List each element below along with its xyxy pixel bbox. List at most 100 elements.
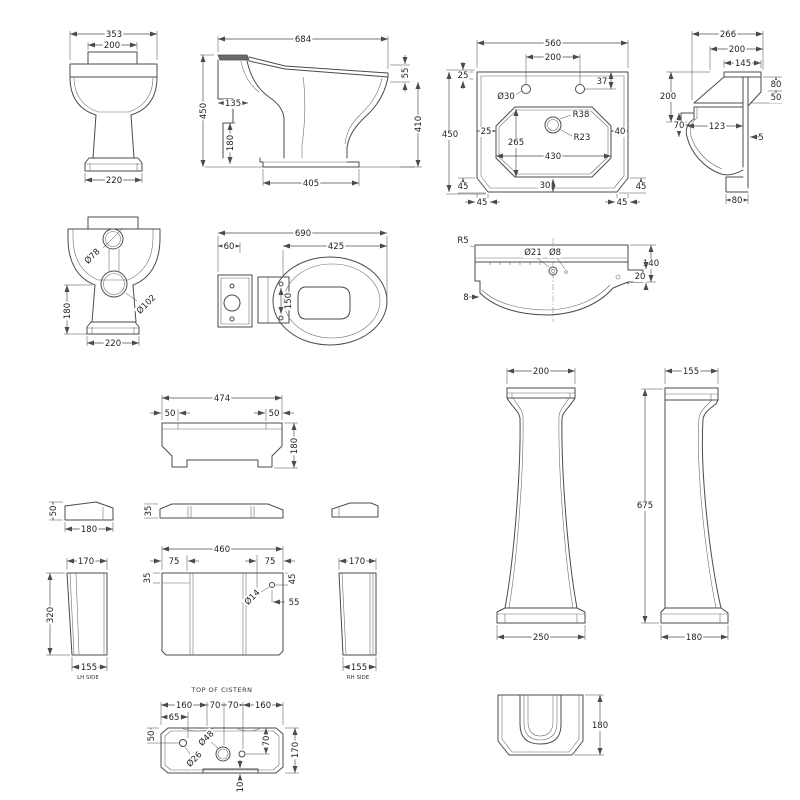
dim-ct-centre-right: 70	[228, 701, 239, 711]
dim-corner-radius: R5	[457, 236, 468, 246]
cistern-front-geometry	[161, 572, 284, 656]
pan-side-geometry	[205, 54, 415, 168]
pan-front-view: 353 200 220	[69, 30, 158, 186]
dim-lh-bottom-width: 155	[81, 663, 97, 673]
dim-edge-step: 8	[463, 293, 468, 303]
dim-wall-left: 50	[165, 409, 176, 419]
dim-bracket-width: 145	[735, 59, 751, 69]
dim-back-ledge: 25	[458, 71, 469, 81]
dim-bowl-height: 410	[414, 116, 424, 132]
dim-bracket-height: 20	[635, 272, 646, 282]
dim-ped-height: 675	[637, 501, 653, 511]
dim-overflow-dia: Ø8	[549, 247, 561, 258]
pedestal-side-view: 155 675 180	[635, 367, 729, 643]
pan-front-geometry	[69, 51, 158, 172]
basin-plan-view: 560 200 25 37 Ø30 450 25 40 265 430 30 R…	[440, 39, 648, 208]
dim-rear-base-width: 220	[105, 339, 121, 349]
dim-rim-thickness: 55	[401, 68, 411, 79]
dim-skirt-height: 70	[674, 121, 685, 131]
dim-front-height: 200	[660, 92, 676, 102]
basin-side-view: 266 200 145 80 50 200 70 123 5 80	[658, 30, 783, 206]
dim-corner-left-h: 45	[477, 198, 488, 208]
dim-ped-top-depth: 155	[683, 367, 699, 377]
dim-thickness: 5	[758, 133, 763, 143]
dim-ct-lever-offset: 65	[169, 713, 180, 723]
dim-flush-plate-width: 200	[104, 41, 120, 51]
dim-bracket-inset: 123	[709, 122, 725, 132]
dim-cf-hole-inset: 55	[289, 598, 300, 608]
pan-rear-view: Ø78 Ø102 180 220	[63, 216, 161, 349]
lid-end-geometry	[331, 502, 379, 518]
basin-side-geometry	[680, 71, 762, 193]
pan-side-view: 684 450 135 180 405 55 410	[199, 35, 424, 189]
dim-rh-top-width: 170	[349, 557, 365, 567]
dim-ped-base-width: 250	[533, 633, 549, 643]
dim-waste-radius: R23	[574, 133, 591, 143]
dim-basin-width: 560	[545, 39, 561, 49]
dim-ct-hole-drop: 70	[262, 736, 272, 747]
dim-seat-overall-depth: 690	[295, 229, 311, 239]
dim-ped-plan-depth: 180	[592, 721, 608, 731]
dim-right-ledge: 40	[615, 127, 626, 137]
dim-apron-height: 140	[643, 259, 659, 269]
dim-cf-width: 460	[214, 545, 230, 555]
cistern-base-geometry	[161, 422, 283, 468]
cistern-top-title: TOP OF CISTERN	[190, 686, 252, 694]
dim-lh-height: 320	[46, 607, 56, 623]
dim-cf-hole-dia: Ø14	[242, 587, 262, 607]
lid-front-geometry	[159, 503, 284, 519]
lid-side-view: 50 180	[49, 501, 114, 535]
dim-trap-height: 180	[226, 135, 236, 151]
lid-end-view	[331, 502, 379, 518]
dim-wall-depth: 200	[729, 45, 745, 55]
pedestal-front-view: 200 250	[496, 367, 586, 643]
basin-plan-geometry	[476, 71, 629, 193]
cistern-rh-geometry	[338, 572, 377, 656]
dim-ct-span-left: 160	[176, 701, 192, 711]
dim-basin-side-depth: 266	[720, 30, 736, 40]
dim-cistern-height: 180	[290, 438, 300, 454]
dim-ped-top-width: 200	[533, 367, 549, 377]
dim-basin-depth: 450	[442, 130, 458, 140]
pedestal-plan-view: 180	[497, 694, 610, 756]
dim-wall-right: 50	[269, 409, 280, 419]
lh-side-label: LH SIDE	[77, 675, 99, 681]
dim-hinge-centres: 150	[284, 293, 294, 309]
dim-ct-depth: 170	[291, 742, 301, 758]
dim-lid-depth: 180	[81, 525, 97, 535]
lid-side-geometry	[64, 501, 114, 521]
cistern-base-view: 474 50 50 180	[150, 394, 300, 469]
dim-ct-recess: 10	[236, 782, 246, 793]
dim-seat-depth: 425	[328, 242, 344, 252]
pedestal-front-geometry	[496, 387, 586, 624]
dim-chain-hole-dia: Ø21	[524, 247, 542, 258]
dim-left-ledge: 25	[481, 127, 492, 137]
lid-front-view: 35	[144, 503, 284, 519]
pedestal-side-geometry	[660, 387, 729, 624]
dim-inlet-dia: Ø78	[82, 246, 102, 266]
dim-cf-hole-drop: 45	[288, 574, 298, 585]
dim-cistern-width: 474	[214, 394, 230, 404]
dim-ct-lever-dia: Ø26	[184, 749, 204, 769]
dim-pan-overall-depth: 684	[295, 35, 311, 45]
dim-cf-lip-height: 35	[143, 573, 153, 584]
cistern-lh-geometry	[66, 572, 108, 656]
dim-tank-depth: 60	[224, 242, 235, 252]
dim-lid-front-height: 35	[144, 506, 154, 517]
dim-upstand-height: 80	[771, 80, 782, 90]
dim-rh-bottom-width: 155	[351, 663, 367, 673]
dim-cf-right-offset: 75	[265, 557, 276, 567]
dim-outlet-height: 180	[63, 303, 73, 319]
dim-bowl-width: 430	[545, 152, 561, 162]
dim-ct-centre-left: 70	[210, 701, 221, 711]
pan-plan-view: 690 60 425 150	[217, 229, 388, 346]
basin-front-view: R5 Ø21 Ø8 140 20 8	[456, 236, 661, 322]
dim-inlet-offset: 135	[225, 99, 241, 109]
dim-corner-left-v: 45	[458, 182, 469, 192]
cistern-front-view: 460 75 75 35 Ø14 45 55	[143, 545, 301, 656]
dim-lh-top-width: 170	[78, 557, 94, 567]
dim-corner-right-v: 45	[636, 182, 647, 192]
pedestal-plan-geometry	[497, 694, 584, 756]
dim-ct-lever-drop: 50	[147, 731, 157, 742]
